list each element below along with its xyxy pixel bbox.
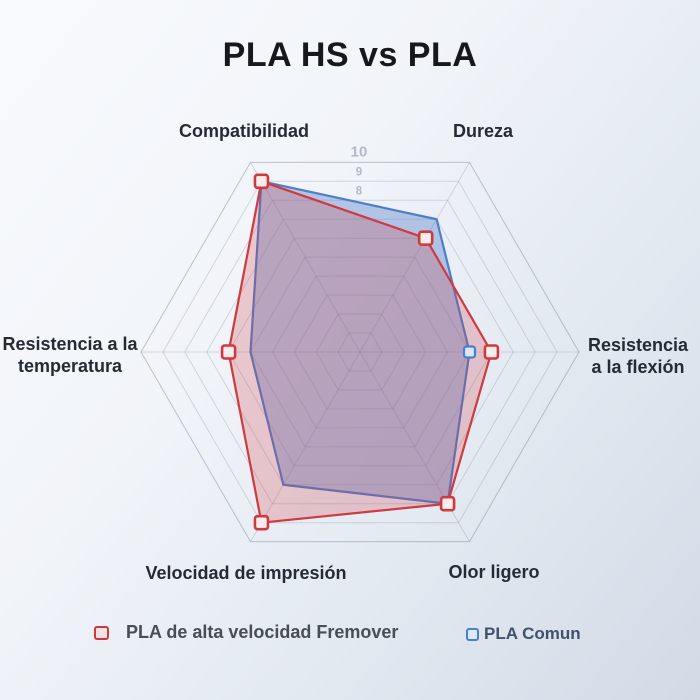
grid-ring — [271, 275, 449, 429]
grid-ring — [140, 161, 580, 543]
data-point-marker — [417, 230, 434, 247]
legend-label-pla-alta-velocidad: PLA de alta velocidad Fremover — [126, 622, 399, 642]
axis-label-resistencia-flexion: Resistencia a la flexión — [587, 335, 689, 377]
legend-item-pla-alta-velocidad[interactable]: PLA de alta velocidad Fremover — [94, 622, 398, 643]
axis-line — [359, 162, 470, 353]
grid-ring — [293, 294, 427, 410]
grid-ring — [337, 332, 383, 372]
axis-line — [250, 351, 361, 542]
data-point-marker — [439, 495, 456, 512]
tick-label: 10 — [351, 143, 368, 160]
grid-ring — [162, 180, 558, 524]
data-point-marker — [483, 344, 500, 360]
data-point-marker — [253, 514, 270, 531]
axis-line — [250, 162, 361, 353]
axis-label-resistencia-temperatura: Resistencia a la temperatura — [2, 334, 138, 376]
data-point-marker — [220, 344, 237, 360]
axis-label-dureza: Dureza — [452, 121, 514, 142]
grid-ring — [315, 313, 405, 391]
legend-label-pla-comun: PLA Comun — [484, 624, 581, 643]
axis-label-velocidad-impresion: Velocidad de impresión — [145, 563, 347, 584]
legend-swatch-blue — [466, 627, 479, 641]
tick-label: 8 — [356, 185, 363, 197]
legend-item-pla-comun[interactable]: PLA Comun — [466, 624, 581, 644]
tick-label: 9 — [356, 166, 362, 178]
axis-label-compatibilidad: Compatibilidad — [179, 121, 309, 142]
chart-title: PLA HS vs PLA — [222, 36, 478, 74]
series-area-red — [227, 180, 493, 524]
data-point-marker — [462, 345, 477, 359]
axis-label-olor-ligero: Olor ligero — [448, 562, 540, 583]
legend-swatch-red — [94, 625, 109, 640]
data-point-marker — [253, 173, 270, 190]
